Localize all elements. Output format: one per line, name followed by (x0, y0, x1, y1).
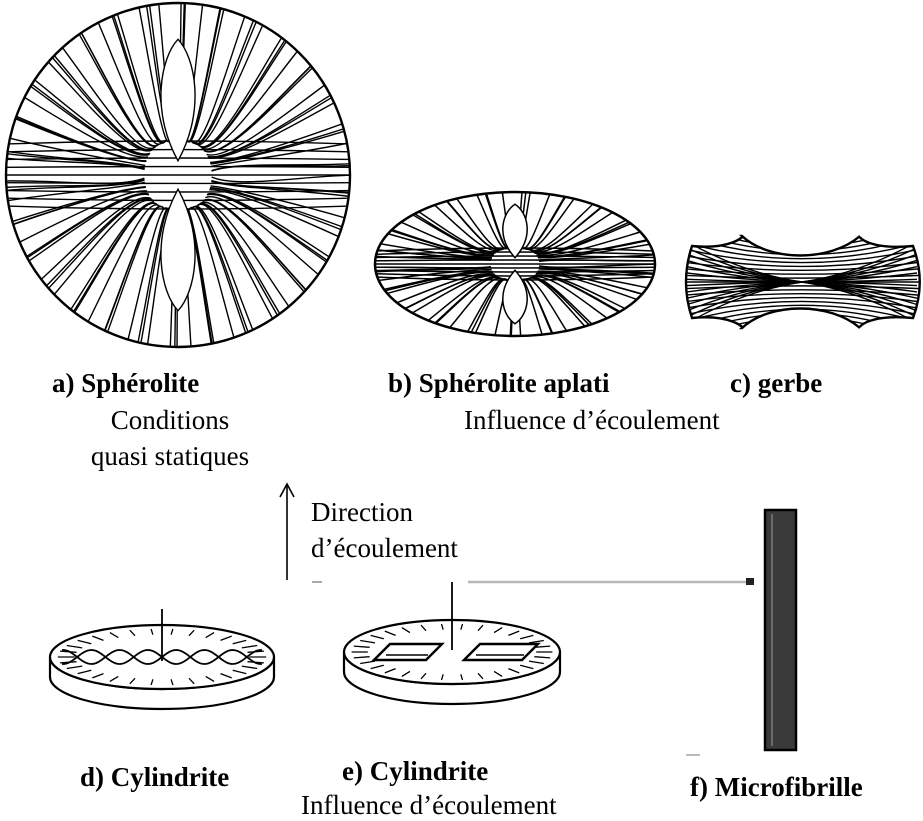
cylindrite-label: d) Cylindrite (80, 762, 229, 793)
flow-direction-label-2: d’écoulement (311, 533, 458, 564)
spherulite-condition-label-2: quasi statiques (55, 441, 285, 472)
spherulite-label: a) Sphérolite (52, 368, 199, 399)
cylindrite-flow-influence-label: Influence d’écoulement (301, 790, 557, 821)
microfibril-label: f) Microfibrille (690, 772, 863, 803)
flattened-spherulite-label: b) Sphérolite aplati (388, 368, 610, 399)
flow-direction-label: Direction (311, 497, 413, 528)
cylindrite-flow-figure (344, 582, 560, 704)
cylindrite-figure (50, 609, 274, 709)
spherulite-figure (0, 0, 359, 356)
sheaf-label: c) gerbe (730, 368, 822, 399)
flattened-spherulite-figure (368, 189, 662, 340)
cylindrite-flow-label: e) Cylindrite (342, 756, 488, 787)
spherulite-condition-label: Conditions (55, 405, 285, 436)
sheaf-figure (682, 222, 922, 343)
flow-direction-arrow (280, 484, 294, 580)
flow-influence-label: Influence d’écoulement (464, 405, 720, 436)
